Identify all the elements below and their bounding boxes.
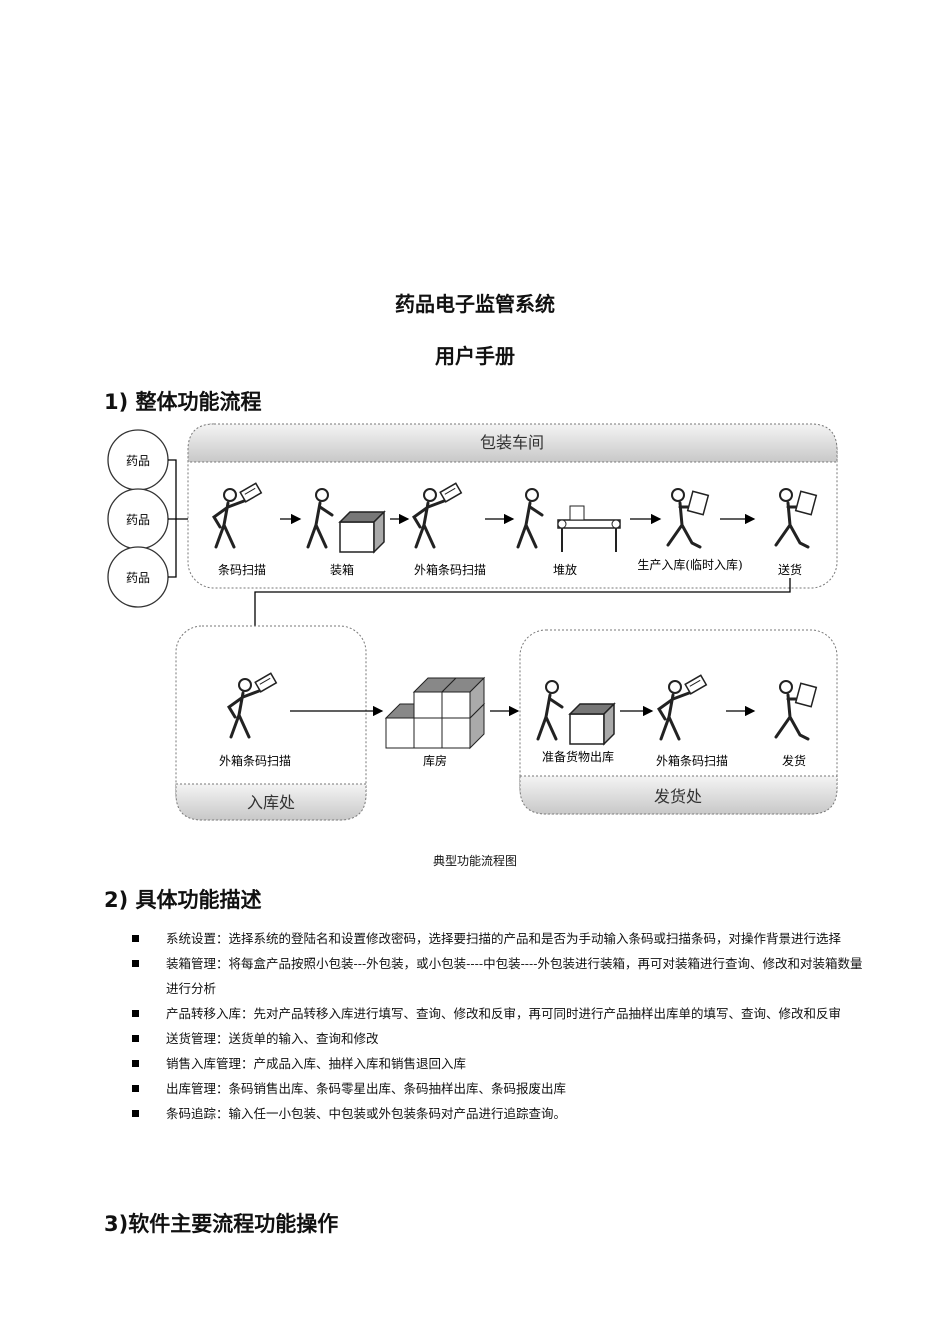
section-heading-1: 1) 整体功能流程 <box>104 390 262 414</box>
section-heading-2: 2) 具体功能描述 <box>104 888 262 912</box>
list-item: 送货管理：送货单的输入、查询和修改 <box>132 1026 872 1051</box>
shipping-area-label: 发货处 <box>654 787 702 806</box>
conveyor-icon <box>557 505 621 552</box>
packing-area-label: 包装车间 <box>480 433 544 452</box>
packing-step-6: 送货 <box>778 562 802 577</box>
diagram-caption: 典型功能流程图 <box>432 854 517 868</box>
document-title: 药品电子监管系统 <box>395 292 555 316</box>
bullet-square-icon <box>132 1010 139 1017</box>
section-heading-3: 3)软件主要流程功能操作 <box>104 1212 339 1236</box>
input-label-1: 药品 <box>126 454 150 468</box>
bullet-square-icon <box>132 935 139 942</box>
storage-label: 库房 <box>423 753 447 768</box>
shipping-area: 发货处 准备货物出库 外箱条码扫描 发货 <box>519 629 838 815</box>
warehouse-step-label: 外箱条码扫描 <box>219 753 291 768</box>
workflow-diagram: 药品 药品 药品 包装车间 条码扫描 装箱 外箱条码扫描 堆放 <box>107 423 838 821</box>
bullet-square-icon <box>132 1060 139 1067</box>
list-item: 出库管理：条码销售出库、条码零星出库、条码抽样出库、条码报废出库 <box>132 1076 872 1101</box>
list-item: 装箱管理：将每盒产品按照小包装---外包装，或小包装----中包装----外包装… <box>132 951 872 1001</box>
packing-step-3: 外箱条码扫描 <box>414 562 486 577</box>
packing-step-4: 堆放 <box>553 562 577 577</box>
document-subtitle: 用户手册 <box>435 344 515 368</box>
list-item: 产品转移入库：先对产品转移入库进行填写、查询、修改和反审，再可同时进行产品抽样出… <box>132 1001 872 1026</box>
shipping-step-3: 发货 <box>782 753 806 768</box>
input-label-3: 药品 <box>126 571 150 585</box>
storage-boxes-icon: 库房 <box>384 676 486 768</box>
packing-step-1: 条码扫描 <box>218 563 266 577</box>
shipping-step-2: 外箱条码扫描 <box>656 753 728 768</box>
shipping-step-1: 准备货物出库 <box>542 749 614 764</box>
packing-step-5: 生产入库(临时入库) <box>637 557 742 572</box>
bullet-square-icon <box>132 1085 139 1092</box>
input-label-2: 药品 <box>126 513 150 527</box>
packing-step-2: 装箱 <box>330 562 354 577</box>
list-item: 销售入库管理：产成品入库、抽样入库和销售退回入库 <box>132 1051 872 1076</box>
list-item: 条码追踪：输入任一小包装、中包装或外包装条码对产品进行追踪查询。 <box>132 1101 872 1126</box>
function-list: 系统设置：选择系统的登陆名和设置修改密码，选择要扫描的产品和是否为手动输入条码或… <box>132 926 872 1126</box>
bullet-square-icon <box>132 1110 139 1117</box>
bullet-square-icon <box>132 960 139 967</box>
input-circles: 药品 药品 药品 <box>107 429 208 608</box>
bullet-square-icon <box>132 1035 139 1042</box>
warehouse-area-label: 入库处 <box>247 793 295 812</box>
warehouse-area: 入库处 外箱条码扫描 <box>175 625 367 821</box>
packing-area: 包装车间 条码扫描 装箱 外箱条码扫描 堆放 生产入库(临时入库) 送货 <box>187 423 838 589</box>
list-item: 系统设置：选择系统的登陆名和设置修改密码，选择要扫描的产品和是否为手动输入条码或… <box>132 926 872 951</box>
